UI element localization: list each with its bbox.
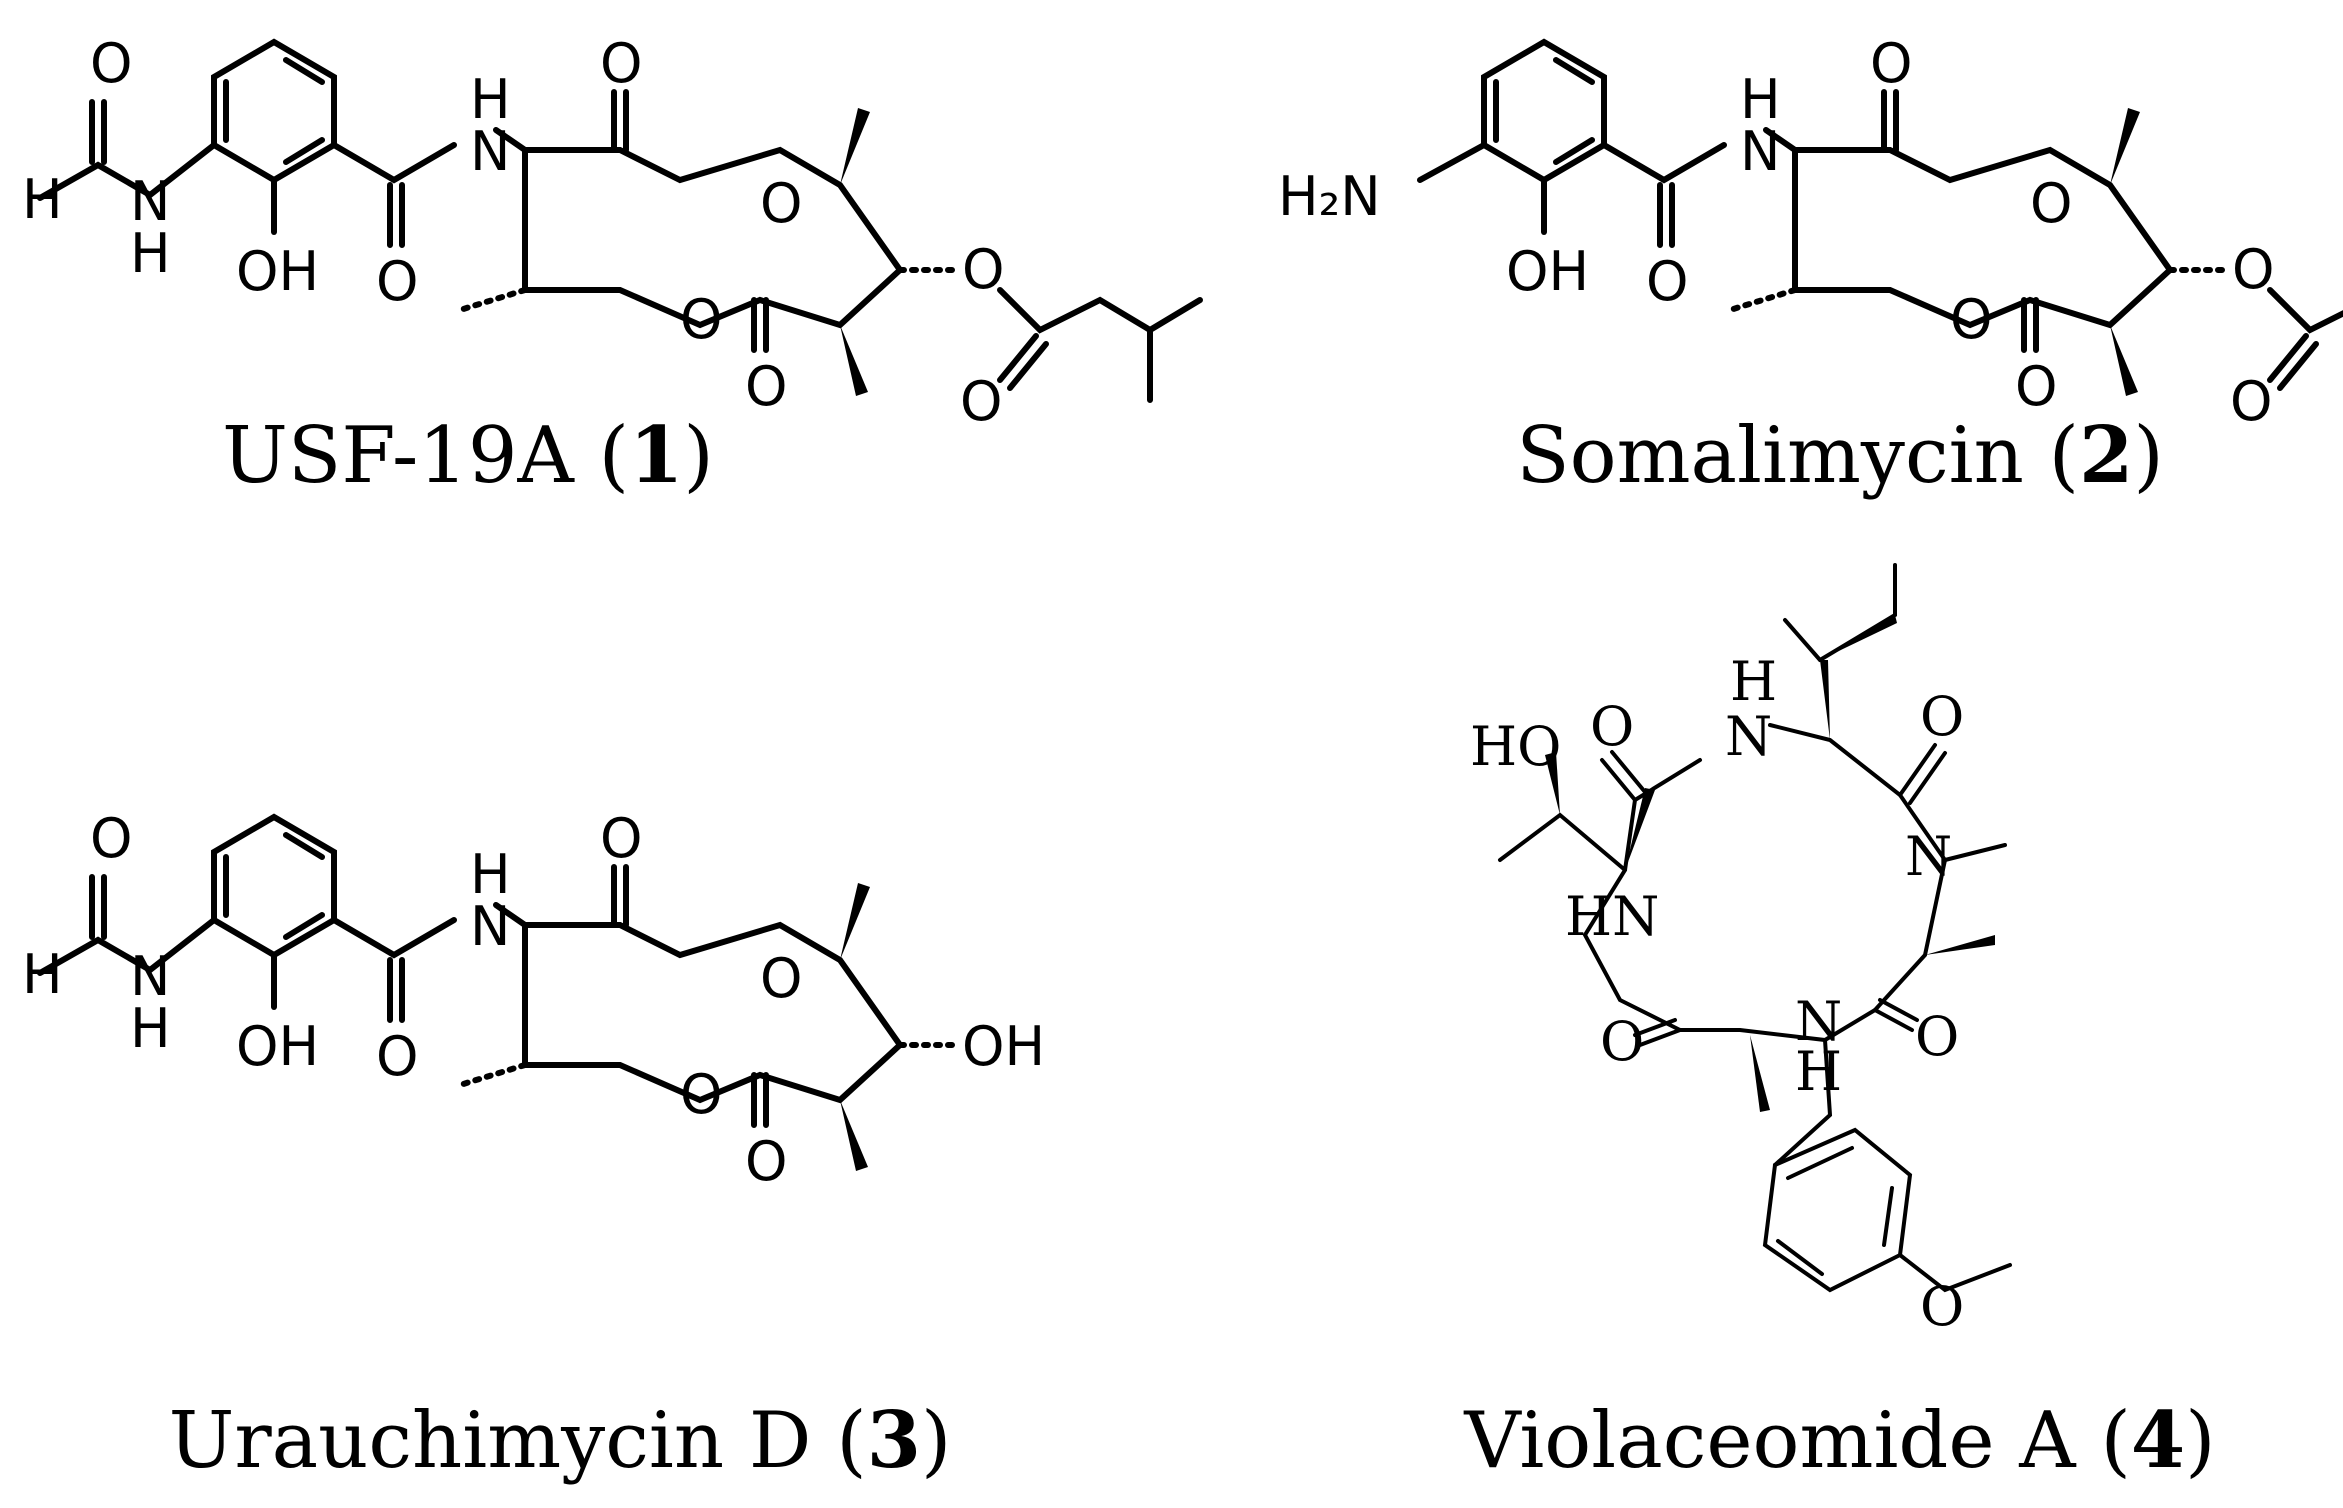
atom-label: O	[1870, 32, 1913, 95]
atom-label: H	[22, 168, 63, 231]
atom-label: H	[1730, 650, 1777, 713]
atom-label: O	[2015, 355, 2058, 418]
atom-label: O	[760, 172, 803, 235]
atom-label: O	[600, 32, 643, 95]
atom-label: HN	[1565, 885, 1659, 948]
structure-somalimycin: H₂N OH O N H O O O O O O	[1278, 32, 2343, 433]
atom-label: O	[2230, 370, 2273, 433]
atom-label: H	[22, 943, 63, 1006]
atom-label: O	[1600, 1010, 1644, 1073]
atom-label: OH	[236, 240, 319, 303]
atom-label: O	[1915, 1005, 1959, 1068]
atom-label: N	[470, 895, 510, 958]
atom-label: N	[130, 945, 170, 1008]
atom-label: O	[2232, 238, 2275, 301]
atom-label: O	[1920, 685, 1964, 748]
atom-label: O	[90, 32, 133, 95]
atom-label: O	[90, 807, 133, 870]
atom-label: N	[130, 170, 170, 233]
atom-label: O	[960, 370, 1003, 433]
caption-compound-2: Somalimycin (2)	[1516, 410, 2164, 501]
caption-compound-3: Urauchimycin D (3)	[168, 1395, 952, 1486]
structure-violaceomide-a: H N O O N HO HN O N H O O	[1470, 563, 2012, 1338]
atom-label: O	[1590, 695, 1634, 758]
atom-label: O	[745, 1130, 788, 1193]
atom-label: H₂N	[1278, 165, 1381, 228]
atom-label: N	[470, 120, 510, 183]
atom-label: OH	[962, 1015, 1045, 1078]
atom-label: O	[680, 288, 723, 351]
atom-label: H	[130, 997, 171, 1060]
atom-label: O	[2030, 172, 2073, 235]
atom-label: H	[470, 68, 511, 131]
atom-label: O	[1920, 1275, 1964, 1338]
atom-label: HO	[1470, 715, 1561, 778]
caption-compound-4: Violaceomide A (4)	[1464, 1395, 2216, 1486]
atom-label: O	[1646, 250, 1689, 313]
structure-urauchimycin-d: O H N H OH O N H O O O O OH	[22, 807, 1045, 1193]
atom-label: N	[1905, 825, 1952, 888]
atom-label: O	[1950, 288, 1993, 351]
atom-label: O	[376, 250, 419, 313]
atom-label: O	[680, 1063, 723, 1126]
caption-compound-1: USF-19A (1)	[222, 410, 714, 501]
atom-label: H	[1795, 1040, 1842, 1103]
atom-label: H	[470, 843, 511, 906]
atom-label: N	[1795, 990, 1842, 1053]
atom-label: H	[130, 222, 171, 285]
atom-label: O	[600, 807, 643, 870]
atom-label: O	[376, 1025, 419, 1088]
atom-label: N	[1725, 705, 1772, 768]
atom-label: H	[1740, 68, 1781, 131]
atom-label: O	[962, 238, 1005, 301]
atom-label: O	[745, 355, 788, 418]
atom-label: O	[760, 947, 803, 1010]
structure-usf-19a: O H N H OH O N H O O O O O O	[22, 32, 1203, 433]
atom-label: N	[1740, 120, 1780, 183]
atom-label: OH	[236, 1015, 319, 1078]
atom-label: OH	[1506, 240, 1589, 303]
